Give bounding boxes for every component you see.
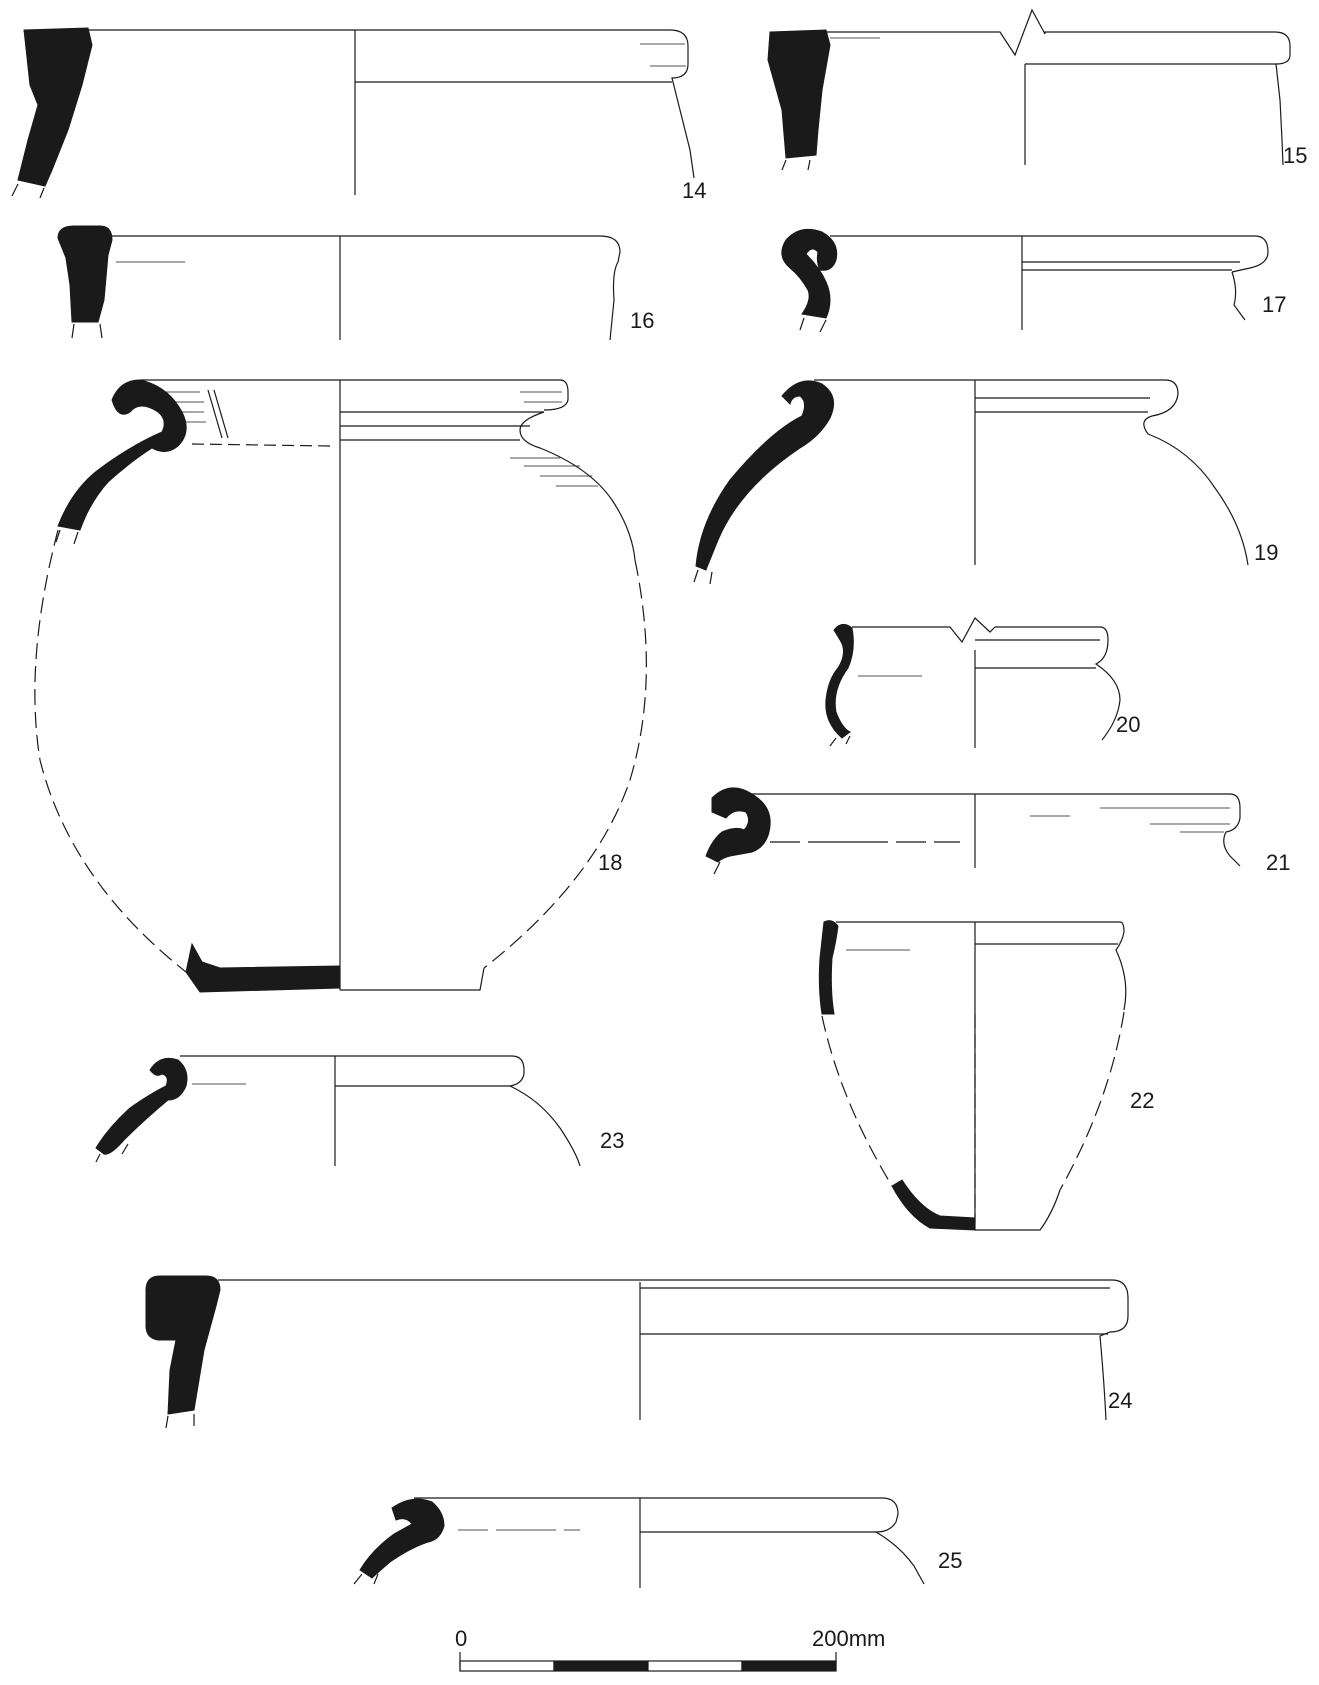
vessel-15: 15 — [767, 8, 1307, 171]
vessel-19-label: 19 — [1254, 540, 1278, 565]
vessel-21-label: 21 — [1266, 850, 1290, 875]
vessel-14-label: 14 — [682, 178, 706, 203]
vessel-23: 23 — [95, 1055, 624, 1167]
vessel-22: 22 — [818, 920, 1154, 1231]
vessel-22-section — [818, 920, 839, 1015]
vessel-17-label: 17 — [1262, 292, 1286, 317]
scale-bar: 0 200mm — [455, 1626, 885, 1672]
vessel-18-label: 18 — [598, 850, 622, 875]
vessel-15-section — [767, 29, 831, 159]
vessel-19-section — [695, 380, 835, 571]
vessel-15-label: 15 — [1283, 143, 1307, 168]
vessel-23-label: 23 — [600, 1128, 624, 1153]
vessel-16-section — [57, 225, 113, 323]
vessel-16: 16 — [57, 225, 654, 341]
vessel-20-section — [825, 624, 854, 739]
vessel-14-section — [17, 27, 93, 187]
vessel-20-label: 20 — [1116, 712, 1140, 737]
vessel-18: 18 — [34, 379, 647, 993]
scale-bar-end-label: 200mm — [812, 1626, 885, 1651]
vessel-14: 14 — [11, 27, 706, 203]
vessel-22-label: 22 — [1130, 1088, 1154, 1113]
vessel-23-section — [95, 1057, 188, 1155]
vessel-16-label: 16 — [630, 308, 654, 333]
vessel-25-label: 25 — [938, 1548, 962, 1573]
vessel-21: 21 — [705, 787, 1290, 875]
vessel-18-section — [57, 379, 187, 531]
vessel-24-section — [145, 1275, 221, 1415]
vessel-17: 17 — [781, 228, 1286, 333]
vessel-25: 25 — [353, 1497, 962, 1588]
vessel-17-section — [781, 228, 838, 319]
scale-bar-start-label: 0 — [455, 1626, 467, 1651]
vessel-24-label: 24 — [1108, 1388, 1132, 1413]
vessel-20: 20 — [825, 617, 1140, 748]
vessel-19: 19 — [693, 379, 1278, 585]
vessel-25-section — [359, 1498, 445, 1579]
vessel-24: 24 — [145, 1275, 1132, 1429]
vessel-21-section — [705, 787, 771, 863]
